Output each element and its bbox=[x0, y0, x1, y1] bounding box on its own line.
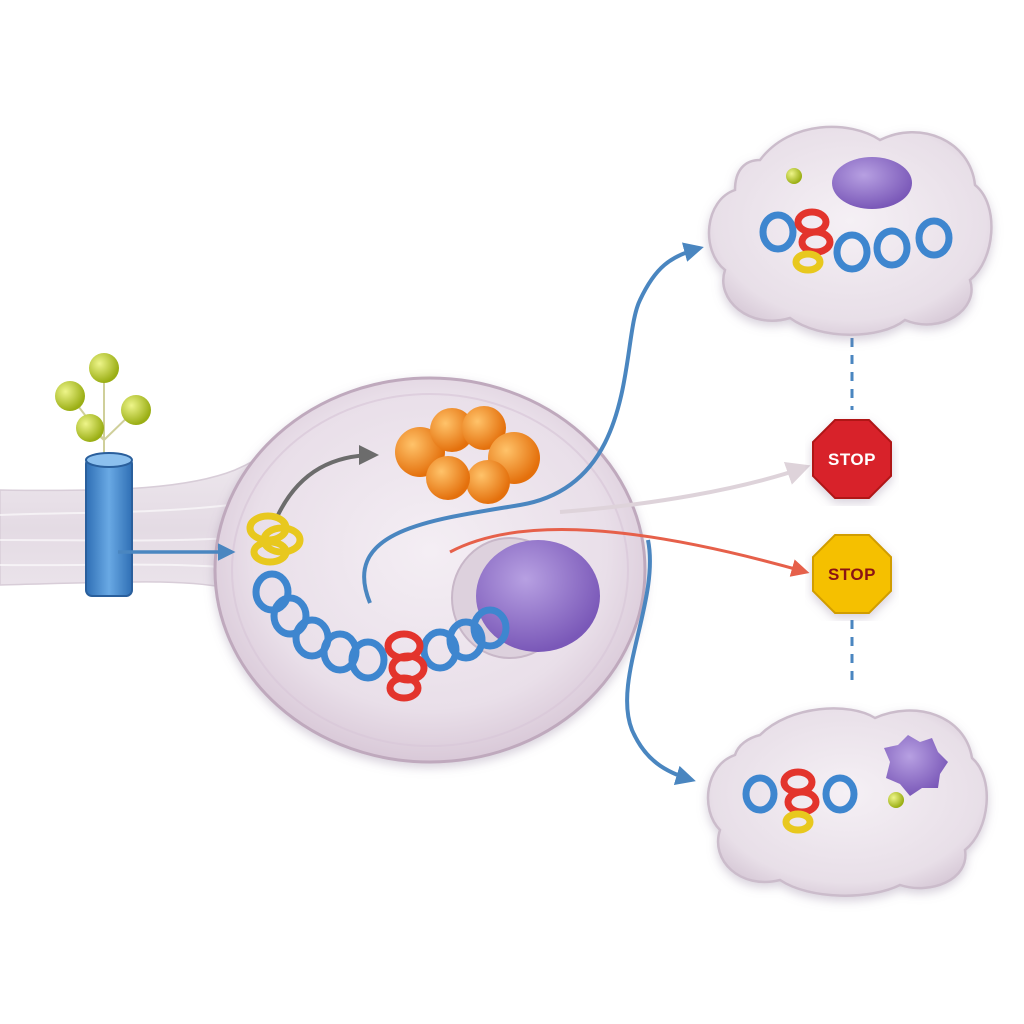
stop-sign-icon bbox=[812, 419, 892, 499]
top-cell bbox=[707, 125, 993, 336]
arrow-to-red-stop bbox=[559, 461, 811, 514]
stop-sign-red: STOP bbox=[812, 419, 892, 499]
main-cell bbox=[213, 376, 647, 764]
ligand-icon bbox=[55, 353, 151, 455]
stop-yellow-label: STOP bbox=[828, 565, 876, 584]
bottom-cell bbox=[706, 707, 989, 897]
arrow-to-bottom-cell bbox=[625, 539, 696, 786]
dna-coil-icon bbox=[246, 512, 510, 702]
arrow-to-yellow-stop bbox=[449, 528, 810, 577]
cell-cloud-icon bbox=[707, 125, 993, 336]
arrow-dna-to-protein bbox=[276, 445, 379, 516]
stop-sign-icon bbox=[812, 534, 892, 614]
protein-cluster-icon bbox=[395, 406, 540, 504]
stop-sign-yellow: STOP bbox=[812, 534, 892, 614]
arrow-to-top-cell bbox=[362, 242, 704, 604]
receptor-icon bbox=[85, 452, 133, 597]
stop-red-label: STOP bbox=[828, 450, 876, 469]
